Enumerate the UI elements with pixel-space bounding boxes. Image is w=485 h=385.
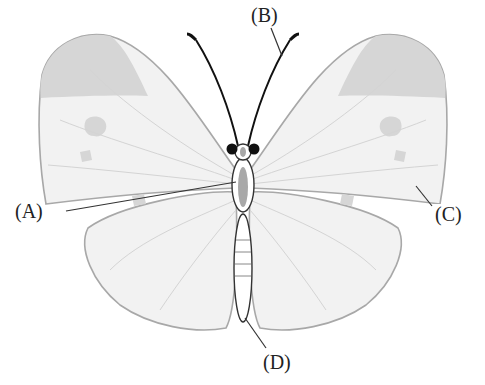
part-label: (D) bbox=[262, 352, 292, 372]
left-hindwing bbox=[85, 192, 237, 330]
butterfly-body bbox=[227, 144, 260, 323]
part-label: (B) bbox=[250, 5, 279, 25]
antennae bbox=[187, 34, 299, 146]
leader-lines bbox=[66, 28, 432, 348]
left-forewing bbox=[39, 35, 236, 206]
part-label: (A) bbox=[14, 201, 44, 221]
right-hindwing bbox=[249, 192, 401, 330]
part-label: (C) bbox=[434, 204, 463, 224]
right-forewing bbox=[250, 35, 447, 206]
